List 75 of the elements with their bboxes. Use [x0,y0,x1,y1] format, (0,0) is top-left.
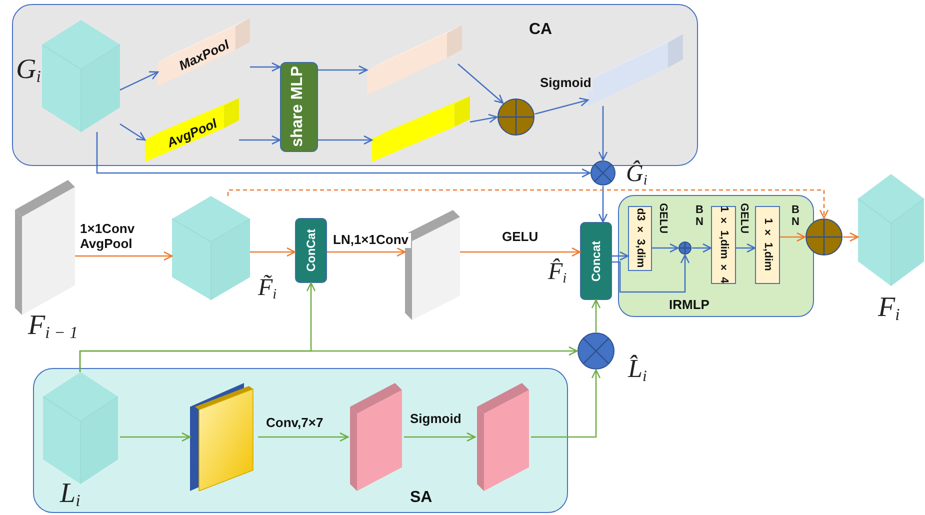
arrow [404,432,476,442]
feature-map [476,382,528,490]
arrow [531,369,601,438]
arrow [843,232,859,242]
conv-block [710,206,736,284]
arrow [120,123,146,141]
arrow [318,135,373,145]
block-label: Concat [590,240,602,282]
arrow [736,243,756,253]
arrow [120,71,159,91]
panel-title: IRMLP [669,297,710,312]
edge-label: Sigmoid [538,76,594,91]
arrow [250,247,296,257]
block-label: d3 × 3,dim [634,208,646,268]
mlp-block [280,62,318,152]
arrow [75,251,173,261]
arrow [96,132,591,178]
edge-label: Sigmoid [408,412,464,427]
block-label: ConCat [304,229,318,272]
layer-label: B N [790,204,800,228]
operator-circle [678,240,692,254]
edge-label: Conv,7×7 [264,416,326,431]
operator-circle [590,160,616,186]
operator-circle [496,98,534,136]
operator-circle [577,332,615,370]
concat-block [580,222,612,300]
irmlp-panel [618,195,814,317]
math-label: L$_{i}$ [60,480,80,510]
conv-block [754,206,780,284]
edge-label: LN,1×1Conv [331,233,410,248]
arrow [780,232,806,242]
concat-block [295,218,327,283]
layer-label: GELU [657,203,670,234]
arrow [591,299,601,332]
feature-map [15,180,75,315]
arrow [612,254,690,293]
arrow [598,186,608,223]
panel-title: SA [410,489,432,507]
feature-cube [858,174,924,286]
arrow [470,114,498,124]
dashed-arrow [227,189,829,219]
arrow [460,247,581,257]
arrow [250,62,281,72]
arrow [239,135,281,145]
math-label: F̃$_{i}$ [258,276,277,302]
math-label: Ĝ$_{i}$ [626,162,648,188]
operator-circle [805,218,843,256]
arrow [79,346,578,372]
math-label: F̂$_{i}$ [548,260,567,286]
math-label: L̂$_{i}$ [628,356,647,384]
arrow [458,64,504,104]
arrow [534,98,589,115]
block-label: 1 × 1,dim [761,218,773,271]
arrow [598,106,608,161]
feature-cube [42,372,118,484]
feature-map [350,382,402,490]
arrow [612,251,629,261]
arrow [692,243,712,253]
layer-label: GELU [738,203,750,234]
arrow [318,65,368,75]
math-label: F$_{i − 1}$ [28,312,78,342]
math-label: F$_{i}$ [878,294,900,324]
feature-cube [172,196,250,300]
math-label: G$_{i}$ [16,56,41,86]
layer-label: B N [694,204,704,228]
arrow [652,243,679,253]
arrow [258,432,349,442]
conv-block [628,206,652,270]
panel-title: CA [529,21,552,39]
block-label: 1 × 1,dim × 4 [717,206,729,284]
feature-cube [42,20,120,132]
block-label: share MLP [290,66,307,147]
arrow [120,432,191,442]
spatial-attention-panel [33,368,568,513]
arrow [327,247,406,257]
